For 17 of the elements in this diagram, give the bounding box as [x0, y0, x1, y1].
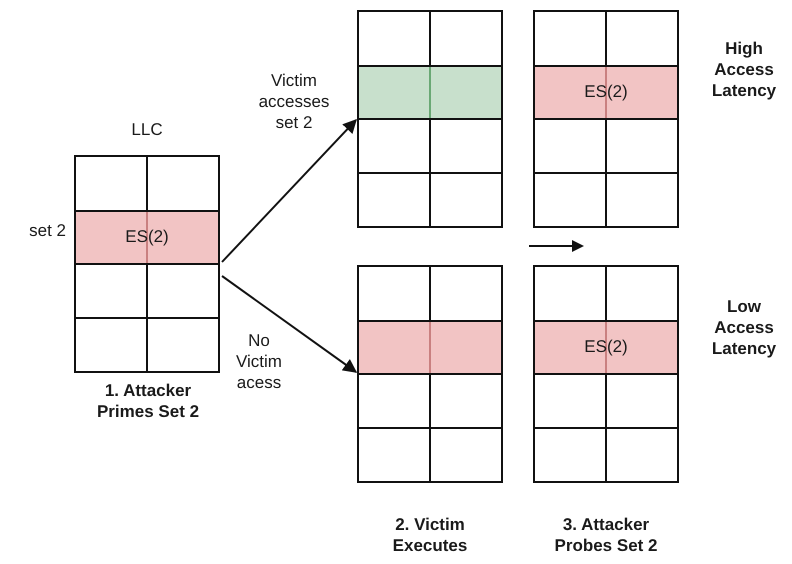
- arrow: [221, 118, 357, 263]
- set-label: set 2: [28, 220, 66, 241]
- cache-set-label: ES(2): [584, 82, 628, 102]
- cache-set-label: ES(2): [584, 337, 628, 358]
- arrow: [221, 275, 358, 373]
- cache-grid: [74, 155, 220, 373]
- step-caption: High Access Latency: [710, 38, 778, 101]
- step-caption: 1. Attacker Primes Set 2: [96, 380, 200, 422]
- cache-heading: LLC: [130, 119, 164, 140]
- cache-grid: [357, 10, 503, 228]
- step-caption: 3. Attacker Probes Set 2: [554, 514, 658, 556]
- step-caption: 2. Victim Executes: [392, 514, 468, 556]
- cache-grid: [533, 265, 679, 483]
- cache-grid: [533, 10, 679, 228]
- step-caption: Low Access Latency: [710, 296, 778, 359]
- cache-grid: [357, 265, 503, 483]
- cache-set-label: ES(2): [125, 227, 169, 248]
